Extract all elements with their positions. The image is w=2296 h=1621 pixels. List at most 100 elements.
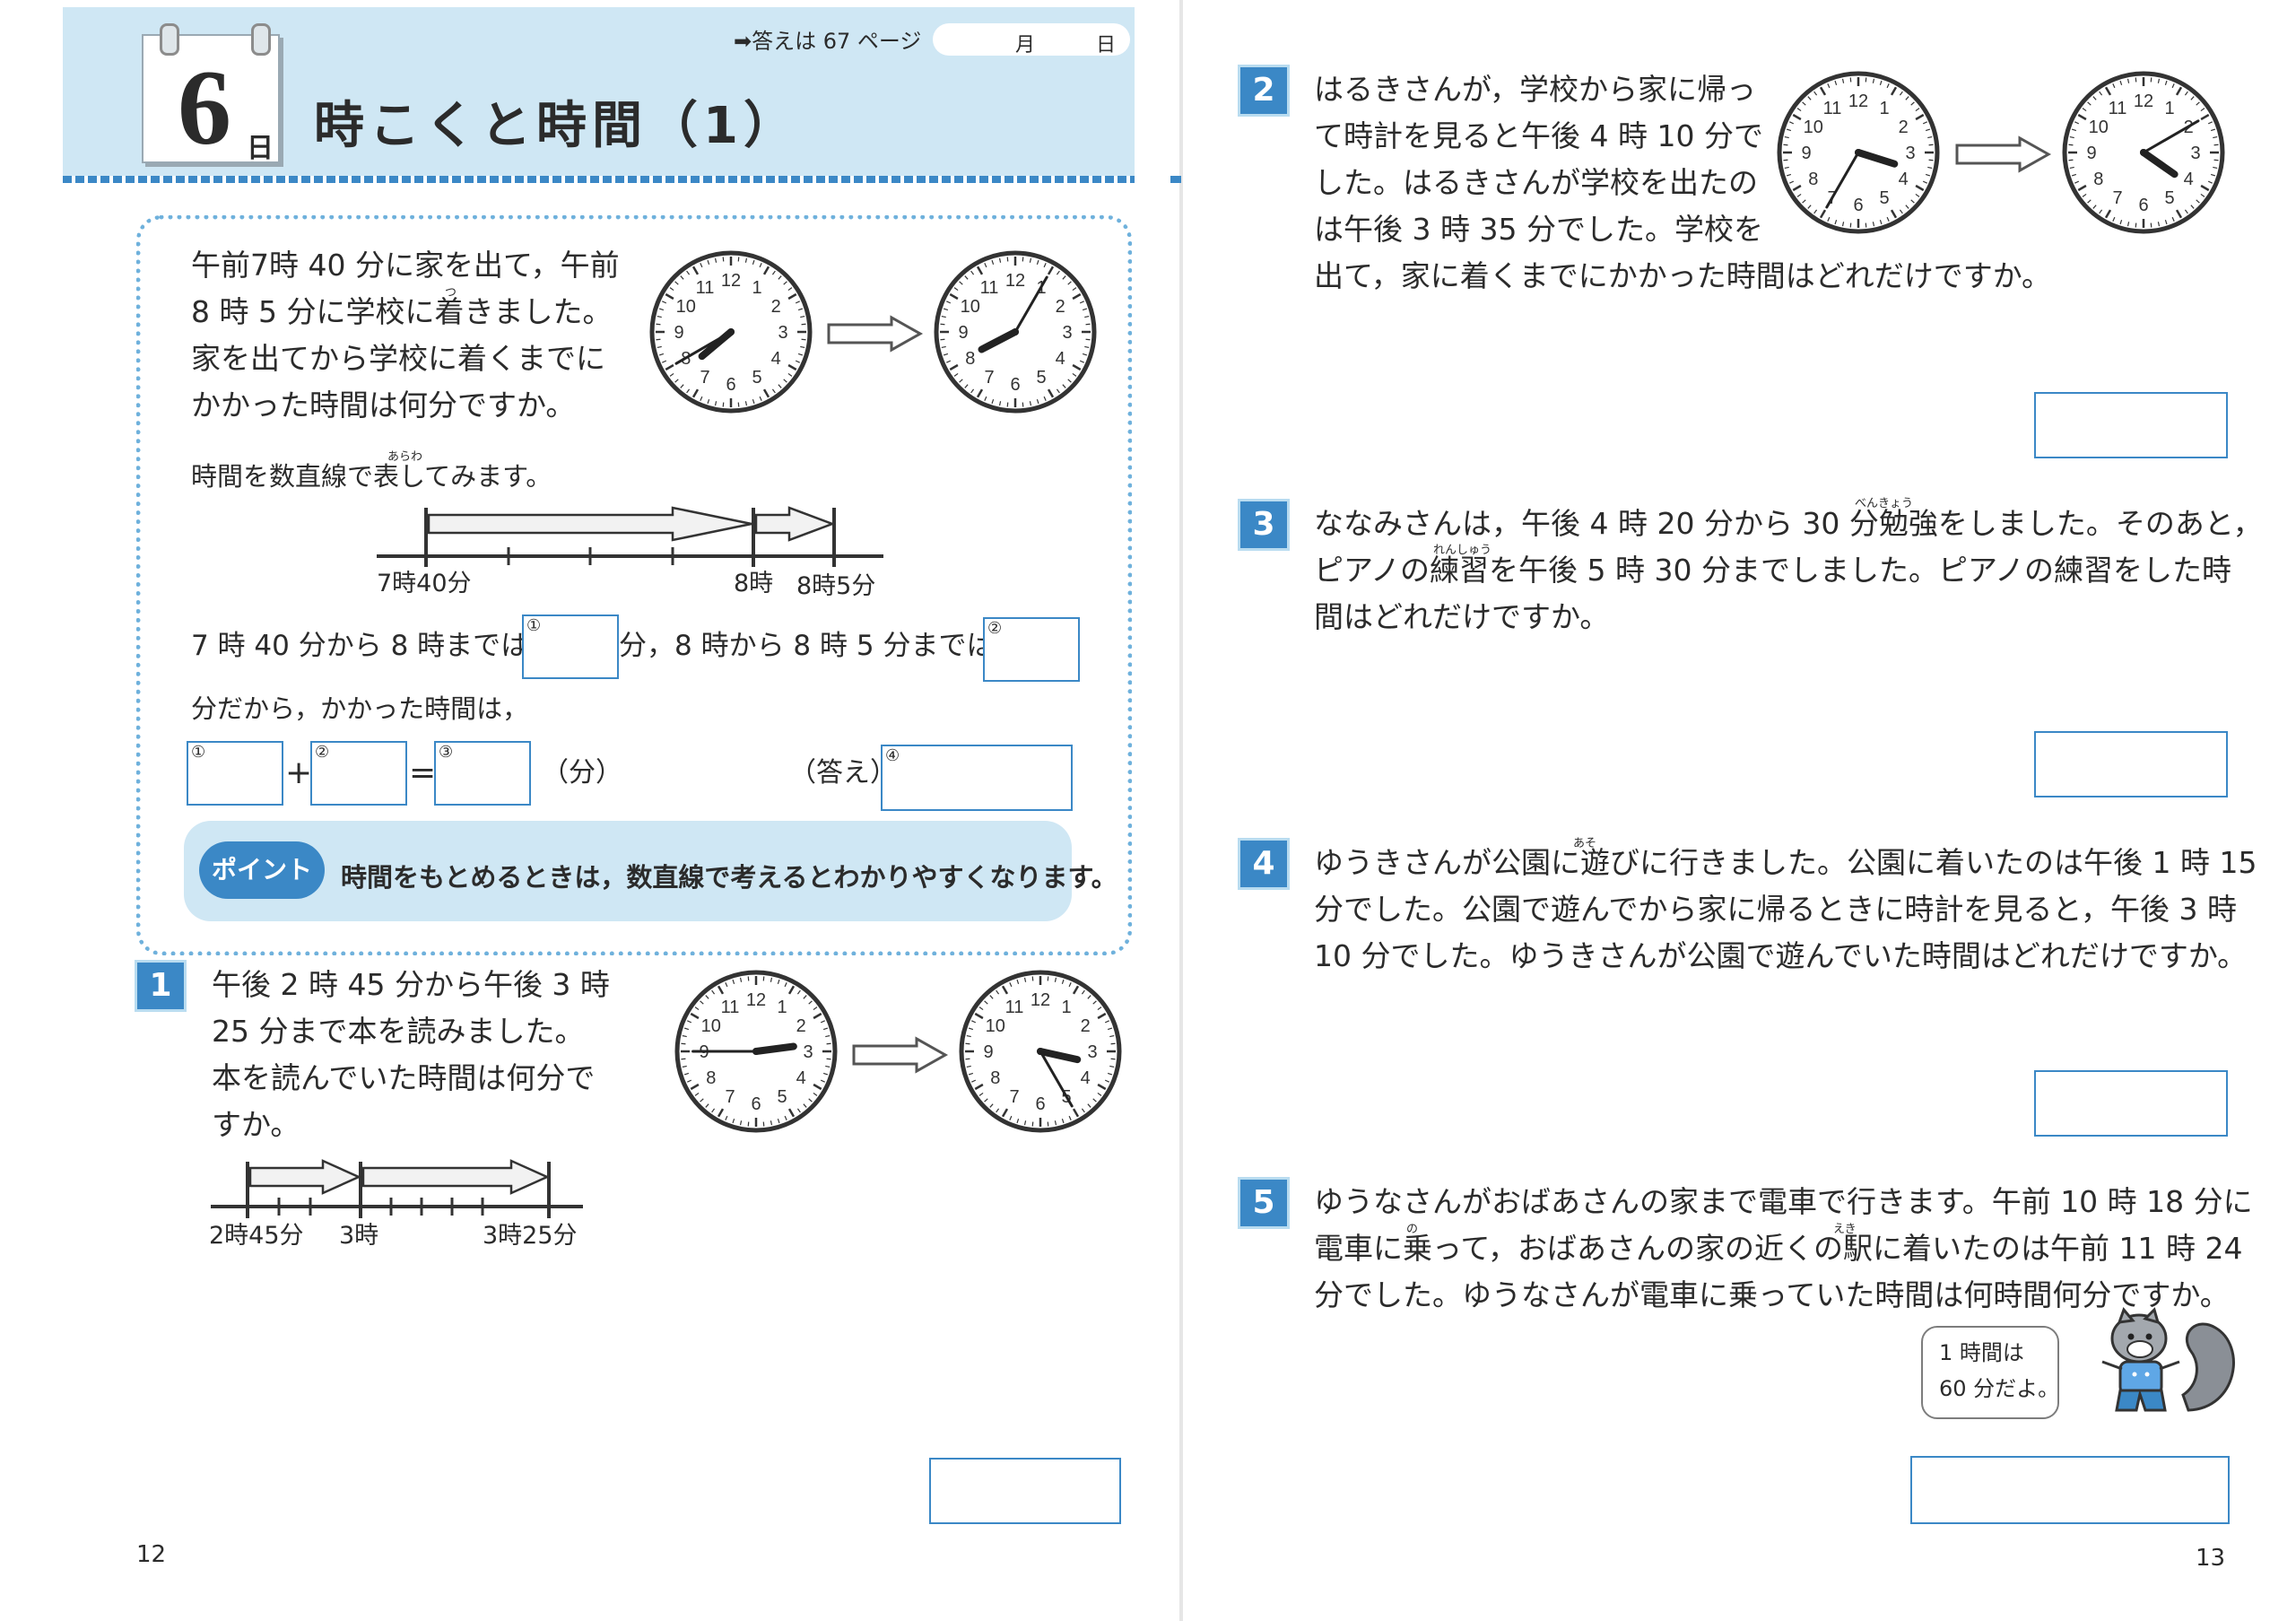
plus-sign: + xyxy=(285,754,313,791)
clock-tick xyxy=(2175,86,2183,96)
clock-tick xyxy=(2213,159,2219,161)
clock-tick xyxy=(771,388,776,394)
clock-tick xyxy=(1899,209,1903,214)
clock-tick xyxy=(2077,184,2087,192)
clock-tick xyxy=(674,379,679,383)
clock-q2-end: 121234567891011 xyxy=(2062,71,2225,234)
clock-tick xyxy=(1047,266,1055,275)
clock-numeral: 4 xyxy=(2184,170,2194,189)
clock-tick xyxy=(2099,209,2103,214)
clock-tick xyxy=(691,266,700,275)
clock-numeral: 6 xyxy=(1035,1094,1045,1114)
ruby: れんしゅう xyxy=(1433,544,1492,557)
clock-tick xyxy=(2112,83,2116,89)
clock-numeral: 12 xyxy=(746,990,766,1010)
clock-tick xyxy=(762,266,770,275)
month-label: 月 xyxy=(1015,34,1036,57)
clock-tick xyxy=(998,257,1002,263)
clock-numeral: 5 xyxy=(2164,188,2174,208)
clock-tick xyxy=(796,989,801,995)
clock-tick xyxy=(1072,372,1077,377)
clock-tick xyxy=(787,287,793,292)
clock-tick xyxy=(970,270,975,275)
point-box xyxy=(184,821,1072,921)
question-line: ゆうなさんがおばあさんの家まで電車で行きます。午前 10 時 18 分に xyxy=(1314,1184,2253,1219)
clock-numeral: 11 xyxy=(1005,998,1024,1017)
clock-tick xyxy=(1915,108,1920,112)
clock-tick xyxy=(2068,144,2074,146)
clock-tick xyxy=(1872,222,1875,227)
date-field[interactable]: 月 日 xyxy=(933,23,1130,57)
answer-box-q5[interactable] xyxy=(1910,1456,2230,1524)
answer-box-2-sum[interactable]: ② xyxy=(310,741,407,806)
clock-tick xyxy=(657,315,662,318)
clock-tick xyxy=(1899,91,1903,96)
clock-tick xyxy=(2082,193,2087,197)
clock-tick xyxy=(744,401,748,406)
clock-tick xyxy=(820,1079,825,1083)
clock-numeral: 5 xyxy=(1879,188,1889,208)
clock-tick xyxy=(1927,166,1933,170)
clock-numeral: 11 xyxy=(1823,99,1842,118)
clock-tick xyxy=(2126,78,2130,83)
clock-tick xyxy=(974,1012,984,1020)
clock-numeral: 1 xyxy=(2164,99,2174,118)
clock-tick xyxy=(705,1103,709,1108)
squirrel-mascot-icon xyxy=(2101,1307,2235,1412)
clock-numeral: 7 xyxy=(2112,188,2122,208)
clock-tick xyxy=(1784,135,1789,139)
answer-box-1[interactable]: ① xyxy=(522,614,619,679)
clock-tick xyxy=(1082,353,1088,356)
page-spine xyxy=(1179,0,1183,1621)
answer-reference: ➡答えは 67 ページ xyxy=(734,29,922,54)
clock-tick xyxy=(974,1083,984,1091)
point-text: 時間をもとめるときは，数直線で考えるとわかりやすくなります。 xyxy=(341,862,1118,893)
clock-tick xyxy=(771,270,776,275)
clock-tick xyxy=(1104,1020,1109,1024)
clock-tick xyxy=(669,287,674,292)
clock-tick xyxy=(2164,80,2168,86)
clock-tick xyxy=(1819,86,1827,96)
clock-tick xyxy=(1022,402,1024,407)
clock-tick xyxy=(2104,209,2112,219)
answer-box-4[interactable]: ④ xyxy=(881,745,1073,811)
clock-numeral: 3 xyxy=(803,1042,813,1062)
clock-numeral: 6 xyxy=(1010,375,1020,395)
clock-tick xyxy=(1827,83,1831,89)
clock-tick xyxy=(1023,977,1027,982)
clock-tick xyxy=(989,995,994,999)
box-number: ① xyxy=(191,743,206,762)
clock-tick xyxy=(707,398,710,405)
clock-tick xyxy=(978,1092,984,1096)
clock-tick xyxy=(1084,315,1090,318)
question-line: 本を読んでいた時間は何分で xyxy=(212,1060,596,1095)
clock-numeral: 12 xyxy=(1848,92,1868,111)
clock-numeral: 3 xyxy=(1087,1042,1097,1062)
clock-hour-hand xyxy=(1855,149,1899,168)
answer-box-q4[interactable] xyxy=(2034,1070,2228,1137)
answer-box-q2[interactable] xyxy=(2034,392,2228,458)
clock-tick xyxy=(778,384,782,388)
answer-box-1-sum[interactable]: ① xyxy=(187,741,283,806)
tick-label: 3時 xyxy=(339,1222,379,1250)
answer-box-2[interactable]: ② xyxy=(983,617,1080,682)
clock-tick xyxy=(683,1072,690,1076)
clock-tick xyxy=(759,396,762,401)
clock-tick xyxy=(1087,1103,1091,1108)
question-line: 分でした。公園で遊んでから家に帰るときに時計を見ると，午後 3 時 xyxy=(1314,892,2238,927)
clock-numeral: 10 xyxy=(961,297,980,317)
answer-box-q1[interactable] xyxy=(929,1458,1121,1524)
clock-tick xyxy=(991,259,995,266)
clock-tick xyxy=(796,1108,801,1113)
clock-tick xyxy=(1879,219,1883,225)
clock-tick xyxy=(2200,184,2210,192)
clock-tick xyxy=(705,995,709,999)
clock-tick xyxy=(971,1020,977,1024)
answer-box-q3[interactable] xyxy=(2034,731,2228,797)
clock-tick xyxy=(1910,101,1915,106)
clock-tick xyxy=(1067,281,1072,285)
clock-tick xyxy=(691,388,700,398)
answer-box-3[interactable]: ③ xyxy=(434,741,531,806)
clock-numeral: 6 xyxy=(2138,196,2148,215)
clock-numeral: 2 xyxy=(1899,118,1909,137)
